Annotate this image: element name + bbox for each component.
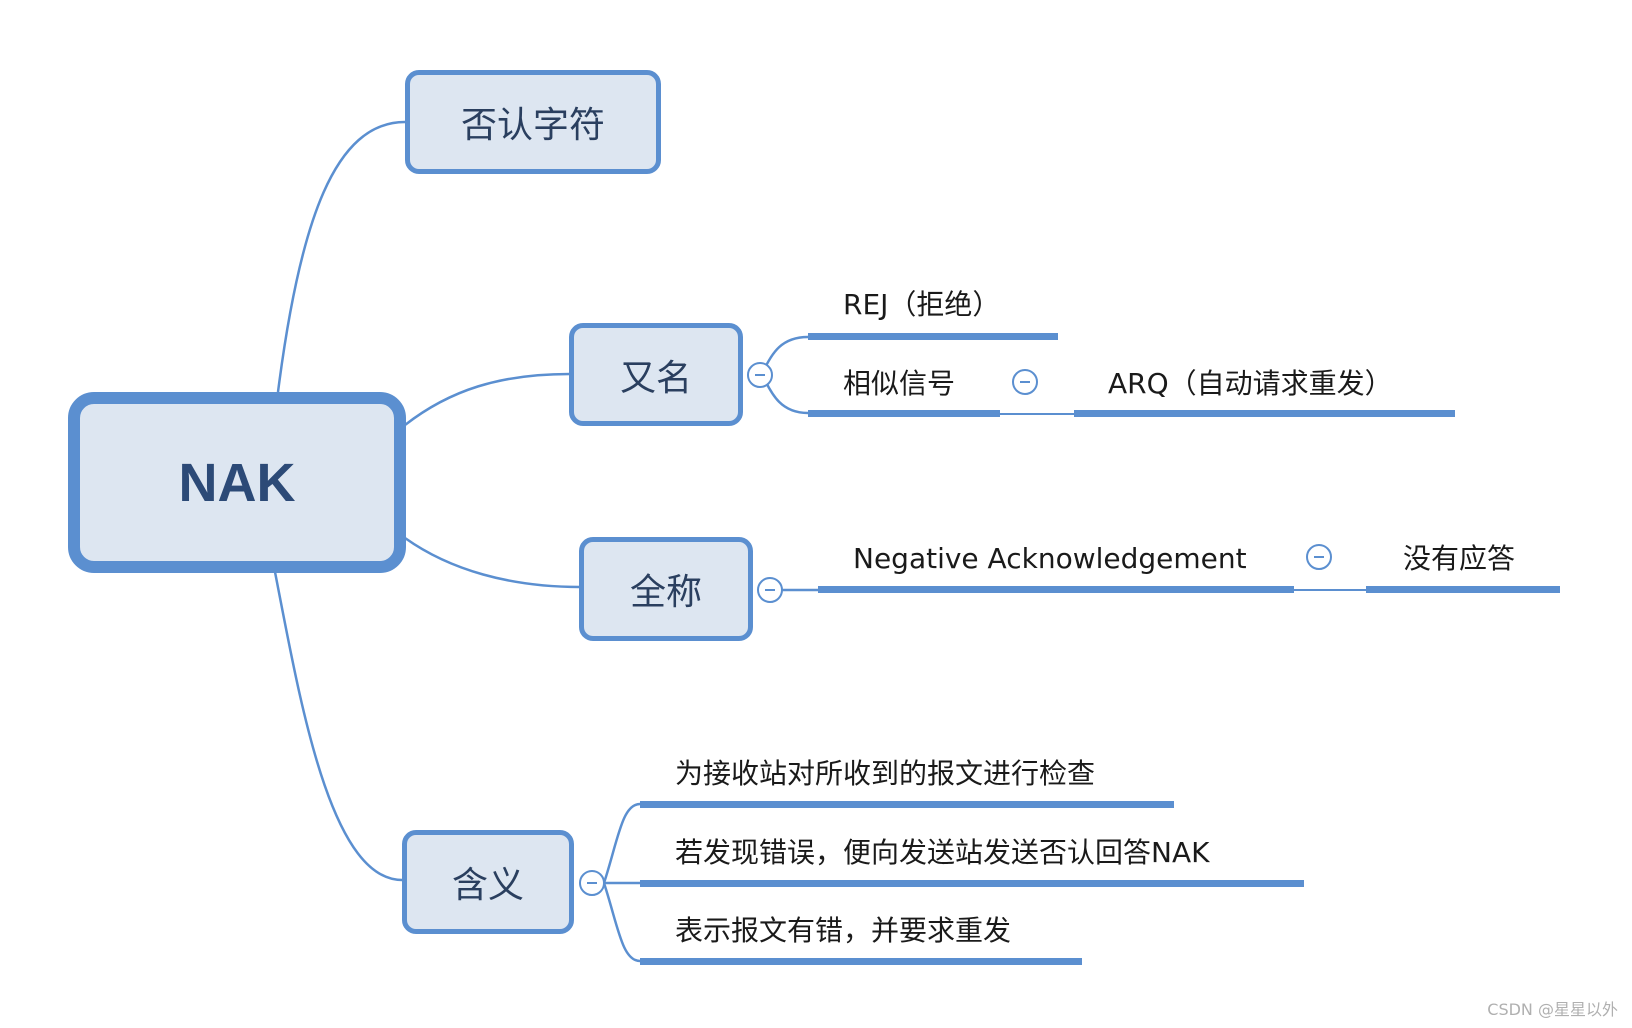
b2-child-0-underline [808, 333, 1058, 340]
link-root-b3 [404, 536, 581, 589]
b4-child-1-underline [640, 880, 1304, 887]
b3-grandchild-underline [1366, 586, 1560, 593]
b4-child-2-underline [640, 958, 1082, 965]
b2-grandchild-underline [1074, 410, 1455, 417]
b4-child-1: 若发现错误，便向发送站发送否认回答NAK [675, 836, 1210, 869]
watermark: CSDN @星星以外 [1487, 1000, 1618, 1019]
node-b4-label: 含义 [451, 865, 524, 906]
node-b3-label: 全称 [629, 572, 702, 613]
b4-child-0: 为接收站对所收到的报文进行检查 [675, 757, 1096, 790]
b2-child-1-underline [808, 410, 1000, 417]
node-b2[interactable]: 又名 [569, 323, 743, 426]
collapse-b3-icon[interactable] [757, 577, 783, 603]
link-root-b1 [276, 120, 406, 393]
node-b4[interactable]: 含义 [402, 830, 574, 934]
link-root-b4 [273, 571, 403, 882]
node-b2-label: 又名 [619, 357, 692, 399]
collapse-b3-child-icon[interactable] [1306, 544, 1332, 570]
collapse-b2-icon[interactable] [747, 362, 773, 388]
b4-child-2: 表示报文有错，并要求重发 [675, 914, 1012, 947]
b3-grandchild: 没有应答 [1403, 542, 1516, 575]
root-node[interactable]: NAK [68, 392, 406, 573]
b3-child-link [1294, 589, 1366, 591]
node-b3[interactable]: 全称 [579, 537, 753, 641]
root-label: NAK [178, 452, 296, 513]
node-b1[interactable]: 否认字符 [405, 70, 661, 174]
collapse-b4-icon[interactable] [579, 870, 605, 896]
b2-child-1: 相似信号 [843, 367, 956, 400]
link-b4-c3 [602, 882, 641, 963]
b2-child-0: REJ（拒绝） [843, 288, 1001, 321]
node-b1-label: 否认字符 [460, 105, 605, 146]
link-root-b2 [404, 372, 571, 426]
link-b4-c1 [602, 802, 641, 884]
collapse-b2-child-1-icon[interactable] [1012, 369, 1038, 395]
b2-grandchild: ARQ（自动请求重发） [1108, 367, 1393, 400]
b3-child-underline [818, 586, 1294, 593]
b4-child-0-underline [640, 801, 1174, 808]
b3-child: Negative Acknowledgement [853, 542, 1247, 575]
b2-child-1-link [1000, 413, 1074, 415]
